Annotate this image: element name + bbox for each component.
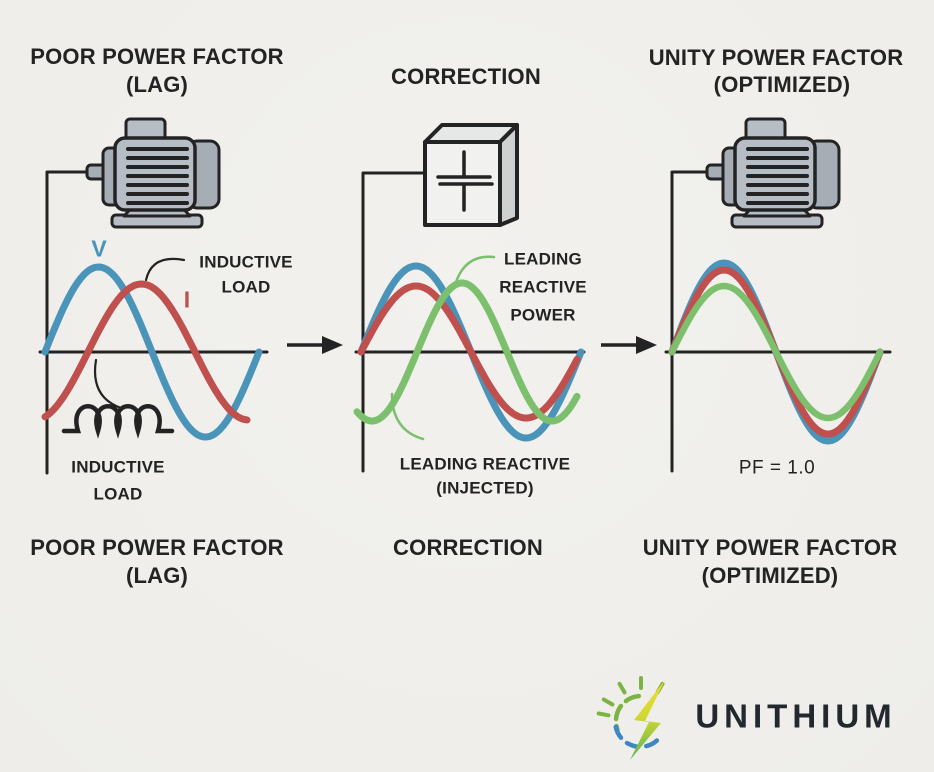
logo-bulb-icon bbox=[596, 676, 665, 760]
inductive-load-bottom-line2: LOAD bbox=[93, 484, 143, 504]
bulb-arc-blue bbox=[613, 724, 661, 750]
leader-inductive-load-bottom bbox=[94, 358, 123, 410]
panel-unity-caption-line2: (OPTIMIZED) bbox=[701, 563, 839, 588]
inductive-load-top-line2: LOAD bbox=[221, 277, 271, 297]
waves-panel-correction bbox=[353, 262, 585, 442]
wave-injected-reactive bbox=[353, 279, 581, 425]
voltage-symbol-label: V bbox=[91, 235, 107, 262]
wave-reactive bbox=[668, 282, 884, 422]
leader-inductive-load-top bbox=[144, 257, 186, 282]
capacitor-bank-icon bbox=[423, 123, 519, 227]
bulb-arc-green bbox=[613, 693, 642, 732]
waves-panel-lag bbox=[41, 263, 263, 441]
leading-reactive-injected-line2: (INJECTED) bbox=[436, 478, 534, 498]
wires bbox=[47, 170, 709, 175]
leading-reactive-power-line3: POWER bbox=[510, 305, 576, 325]
leading-reactive-power-line1: LEADING bbox=[504, 249, 582, 269]
wave-lagging-current bbox=[41, 280, 251, 424]
lightning-bolt-icon bbox=[630, 680, 665, 760]
panel-correction-title: CORRECTION bbox=[391, 64, 541, 89]
brand-name: UNITHIUM bbox=[695, 697, 897, 735]
panel-unity-caption-line1: UNITY POWER FACTOR bbox=[642, 535, 898, 560]
inductive-load-top-line1: INDUCTIVE bbox=[199, 252, 293, 272]
panel-lag-caption-line1: POOR POWER FACTOR bbox=[30, 535, 284, 560]
inductive-load-bottom-line1: INDUCTIVE bbox=[71, 457, 165, 477]
current-symbol-label: I bbox=[183, 286, 191, 313]
panel-unity-title-line2: (OPTIMIZED) bbox=[713, 72, 851, 97]
panel-unity-title-line1: UNITY POWER FACTOR bbox=[648, 45, 904, 70]
flow-arrow-2 bbox=[601, 336, 657, 354]
motor-icon-unity bbox=[705, 117, 841, 229]
flow-arrow-1 bbox=[287, 336, 343, 354]
leading-reactive-injected-line1: LEADING REACTIVE bbox=[399, 454, 571, 474]
inductor-coil-icon bbox=[61, 404, 175, 439]
leading-reactive-power-line2: REACTIVE bbox=[499, 277, 587, 297]
motor-icon-lag bbox=[85, 117, 221, 229]
leader-leading-reactive-power bbox=[454, 255, 496, 284]
panel-correction-caption: CORRECTION bbox=[393, 535, 543, 560]
arrow-head-icon bbox=[322, 336, 343, 354]
wave-voltage bbox=[41, 263, 263, 441]
waves-panel-unity bbox=[668, 259, 884, 445]
capacitor-symbol bbox=[436, 150, 494, 212]
panel-lag-title-line2: (LAG) bbox=[125, 72, 189, 97]
arrow-head-icon bbox=[636, 336, 657, 354]
panel-lag-title-line1: POOR POWER FACTOR bbox=[30, 44, 284, 69]
panel-lag-caption-line2: (LAG) bbox=[125, 563, 189, 588]
pf-value-label: PF = 1.0 bbox=[738, 457, 816, 479]
